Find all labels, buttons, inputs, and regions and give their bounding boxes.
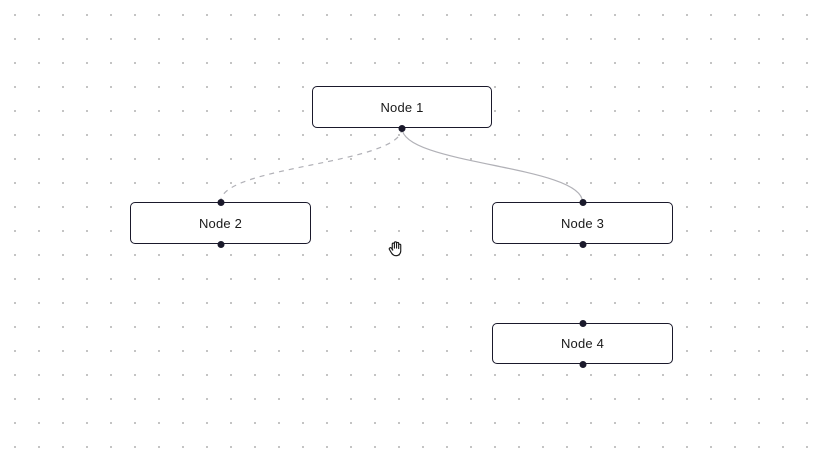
source-handle-icon[interactable] [579,240,586,248]
node-4[interactable]: Node 4 [492,319,673,368]
edge-1-2[interactable] [219,127,403,203]
source-handle-icon[interactable] [579,360,586,368]
node-2[interactable]: Node 2 [130,198,311,248]
target-handle-icon[interactable] [579,319,586,327]
source-handle-icon[interactable] [398,124,406,132]
node-label: Node 3 [560,215,605,231]
node-3[interactable]: Node 3 [492,198,673,248]
node-1[interactable]: Node 1 [312,86,492,132]
source-handle-icon[interactable] [217,240,224,248]
node-label: Node 1 [380,99,424,115]
grab-hand-cursor-icon [388,241,402,257]
node-label: Node 2 [198,215,243,231]
edge-1-3[interactable] [401,127,584,203]
target-handle-icon[interactable] [217,198,224,206]
target-handle-icon[interactable] [579,198,586,206]
node-label: Node 4 [560,336,605,351]
